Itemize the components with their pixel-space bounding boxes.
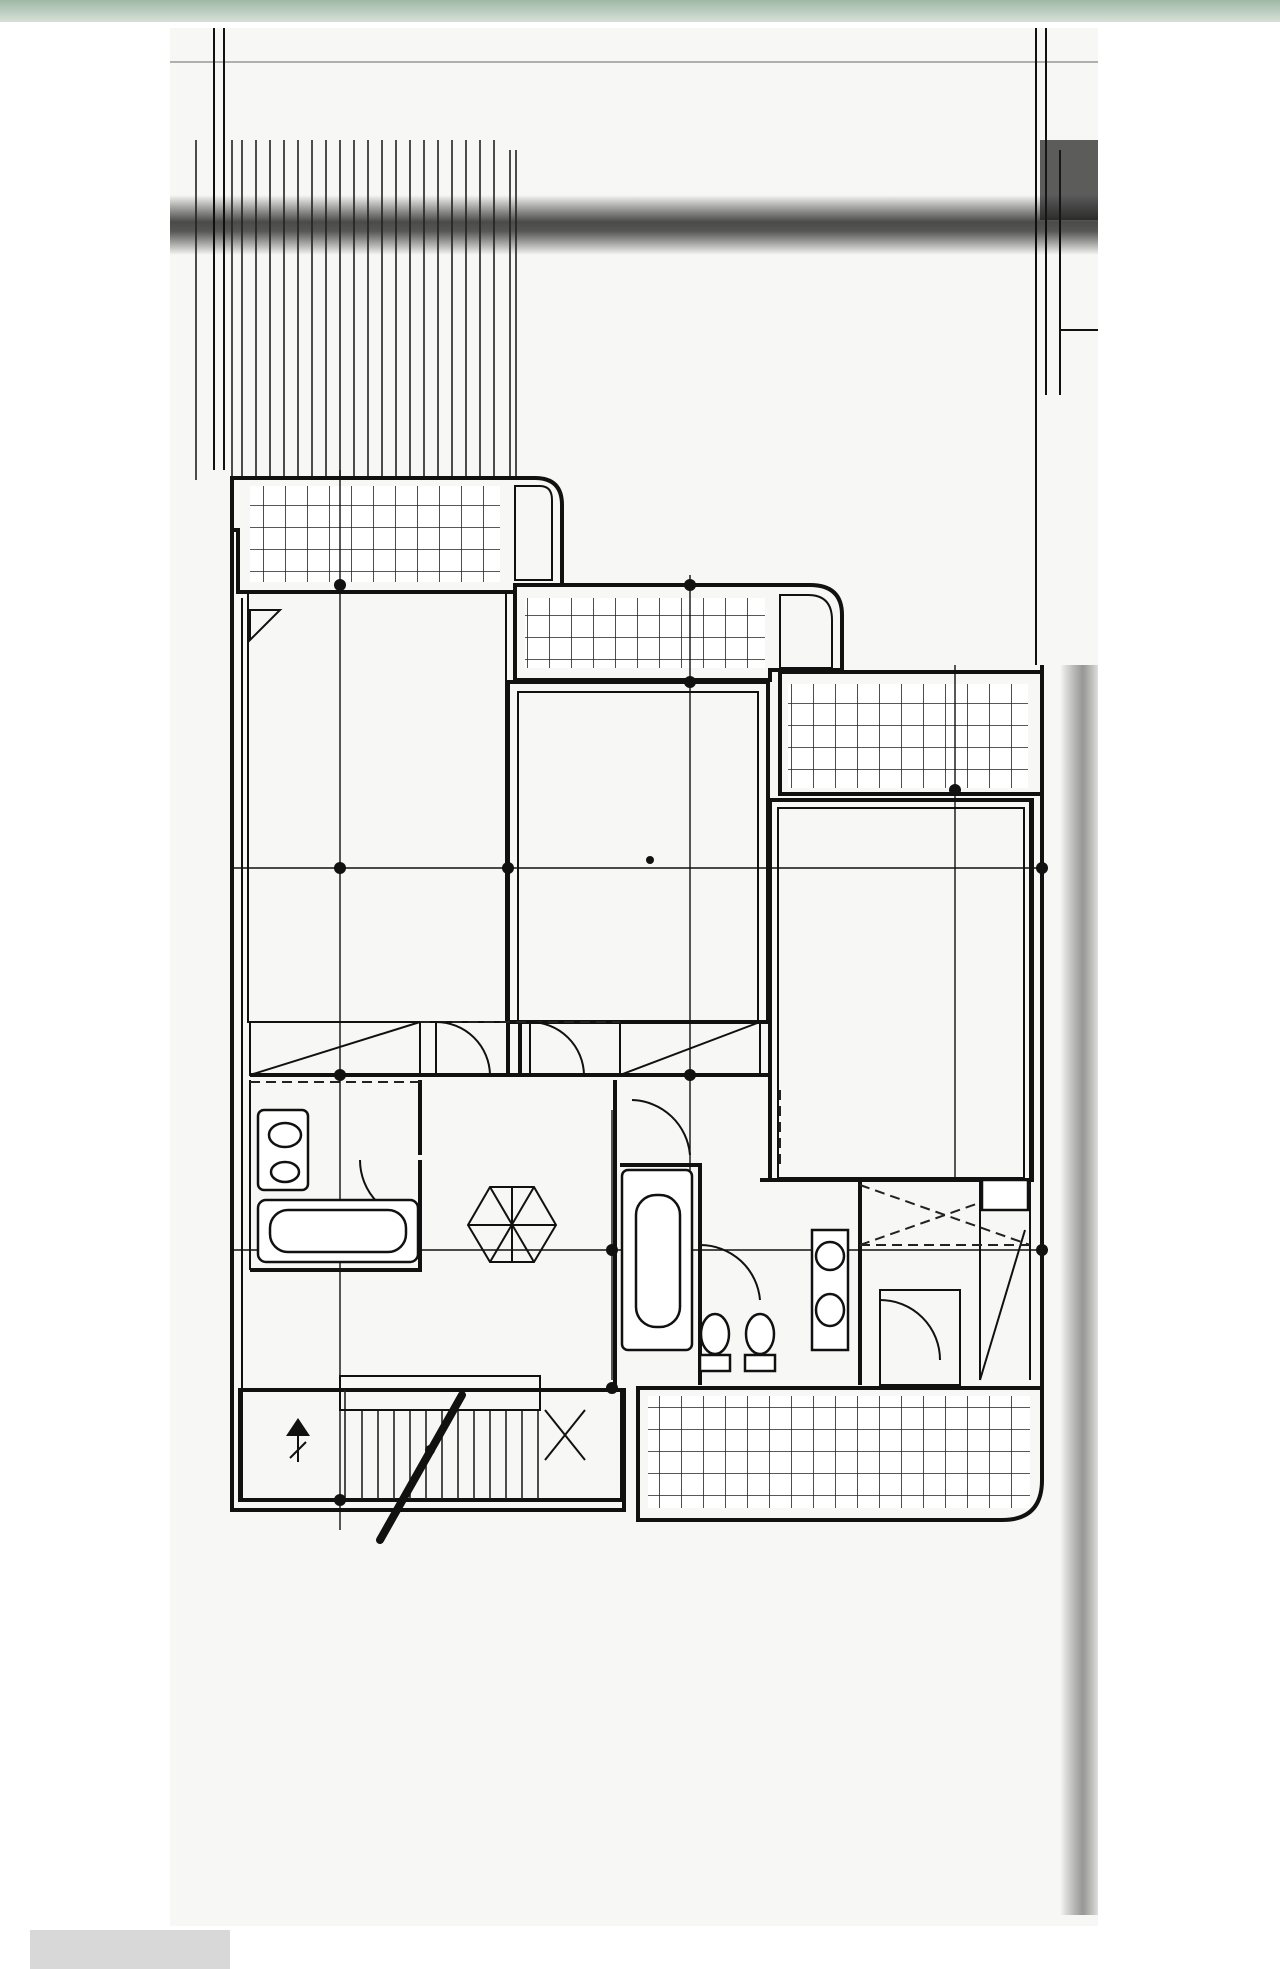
- light-fixture-icon: [466, 1186, 558, 1263]
- washbasin-icon: [256, 1108, 310, 1192]
- bidet-icon: [743, 1312, 777, 1373]
- balcony-bottom: [636, 1386, 1044, 1522]
- balcony-top-left: [230, 476, 564, 594]
- scan-shadow-band: [170, 195, 1098, 255]
- balcony-top-center: [513, 583, 844, 682]
- bathtub-icon: [256, 1198, 420, 1264]
- washbasin-icon: [810, 1228, 850, 1352]
- scan-shadow-right: [1060, 665, 1098, 1915]
- toilet-icon: [698, 1312, 732, 1373]
- wardrobe: [980, 1178, 1030, 1212]
- north-arrow-icon: [286, 1418, 310, 1462]
- bottom-scan-edge: [30, 1930, 230, 1969]
- axis-nodes: [334, 579, 1048, 1506]
- interior-walls: [249, 1022, 1030, 1386]
- section-cut-icon: [376, 1391, 466, 1544]
- paper-sheet: [170, 28, 1098, 1926]
- top-scan-edge: [0, 0, 1280, 22]
- pergola-slats: [195, 140, 517, 480]
- bathtub-icon: [620, 1168, 694, 1352]
- balcony-top-right: [778, 670, 1044, 796]
